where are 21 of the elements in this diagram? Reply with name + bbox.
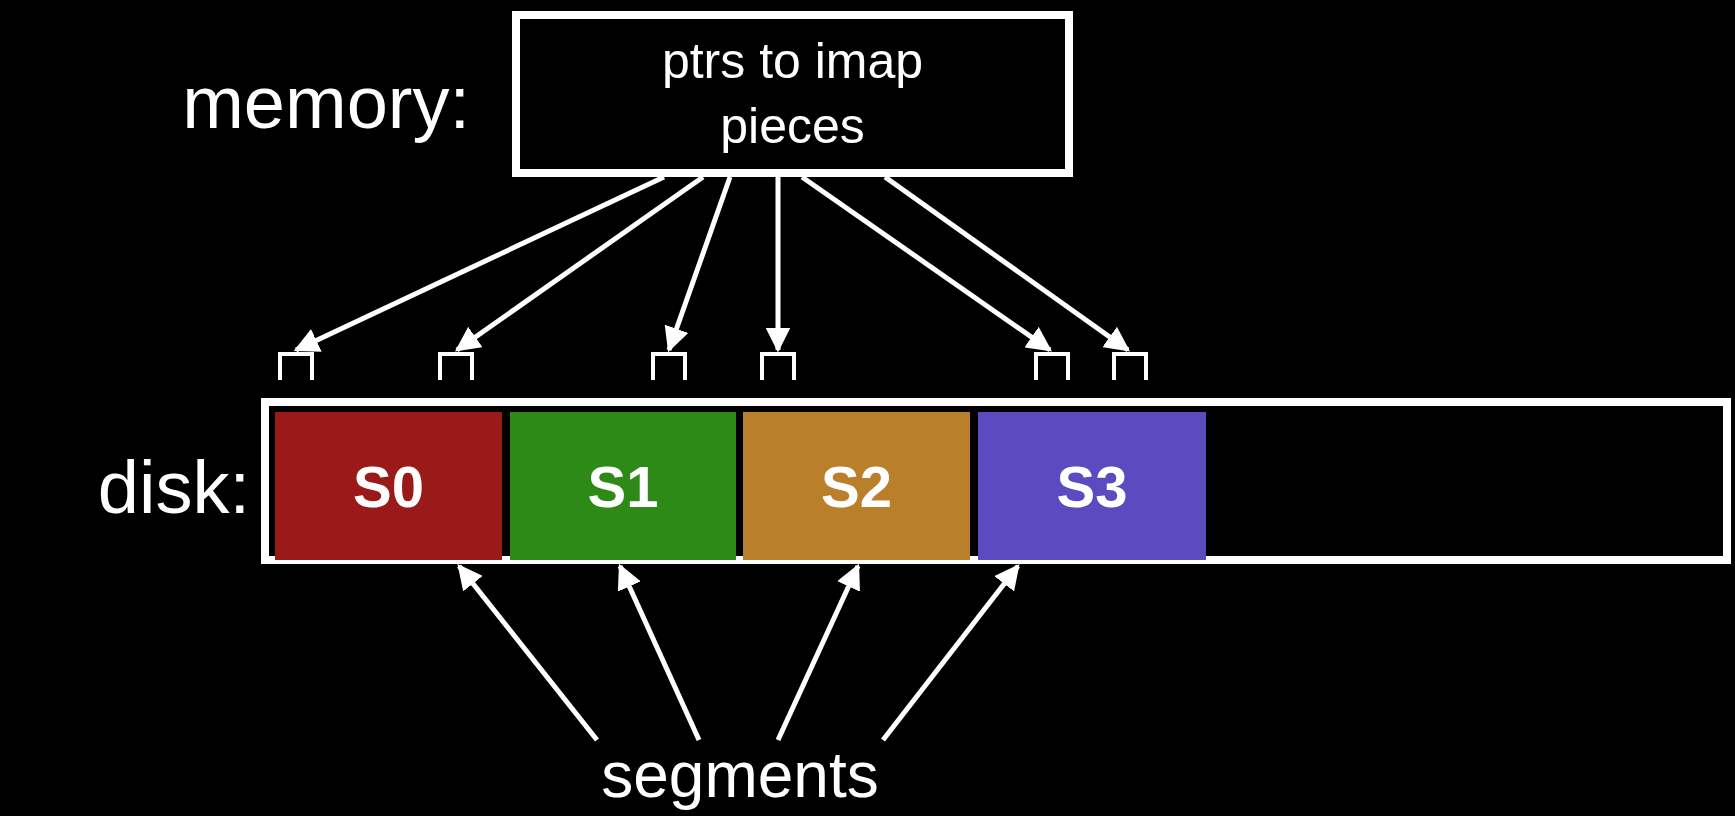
pointer-box: ptrs to imap pieces [512, 11, 1073, 177]
segment-block: S0 [275, 412, 502, 560]
row-label: memory: [181, 60, 470, 146]
imap-piece-marker [1034, 352, 1070, 380]
imap-piece-marker [760, 352, 796, 380]
arrow [617, 563, 702, 742]
arrow [775, 563, 861, 742]
arrow [765, 177, 791, 353]
imap-piece-marker [651, 352, 687, 380]
imap-piece-marker [278, 352, 314, 380]
segment-block: S1 [510, 412, 736, 560]
imap-piece-marker [1112, 352, 1148, 380]
imap-piece-marker [438, 352, 474, 380]
arrow [457, 564, 599, 742]
arrow [664, 176, 733, 353]
arrow [881, 564, 1020, 742]
row-label: disk: [96, 445, 250, 531]
disk-bar [261, 398, 1731, 564]
segment-block: S3 [978, 412, 1206, 560]
segments-label: segments [540, 740, 940, 810]
segment-block: S2 [743, 412, 970, 560]
